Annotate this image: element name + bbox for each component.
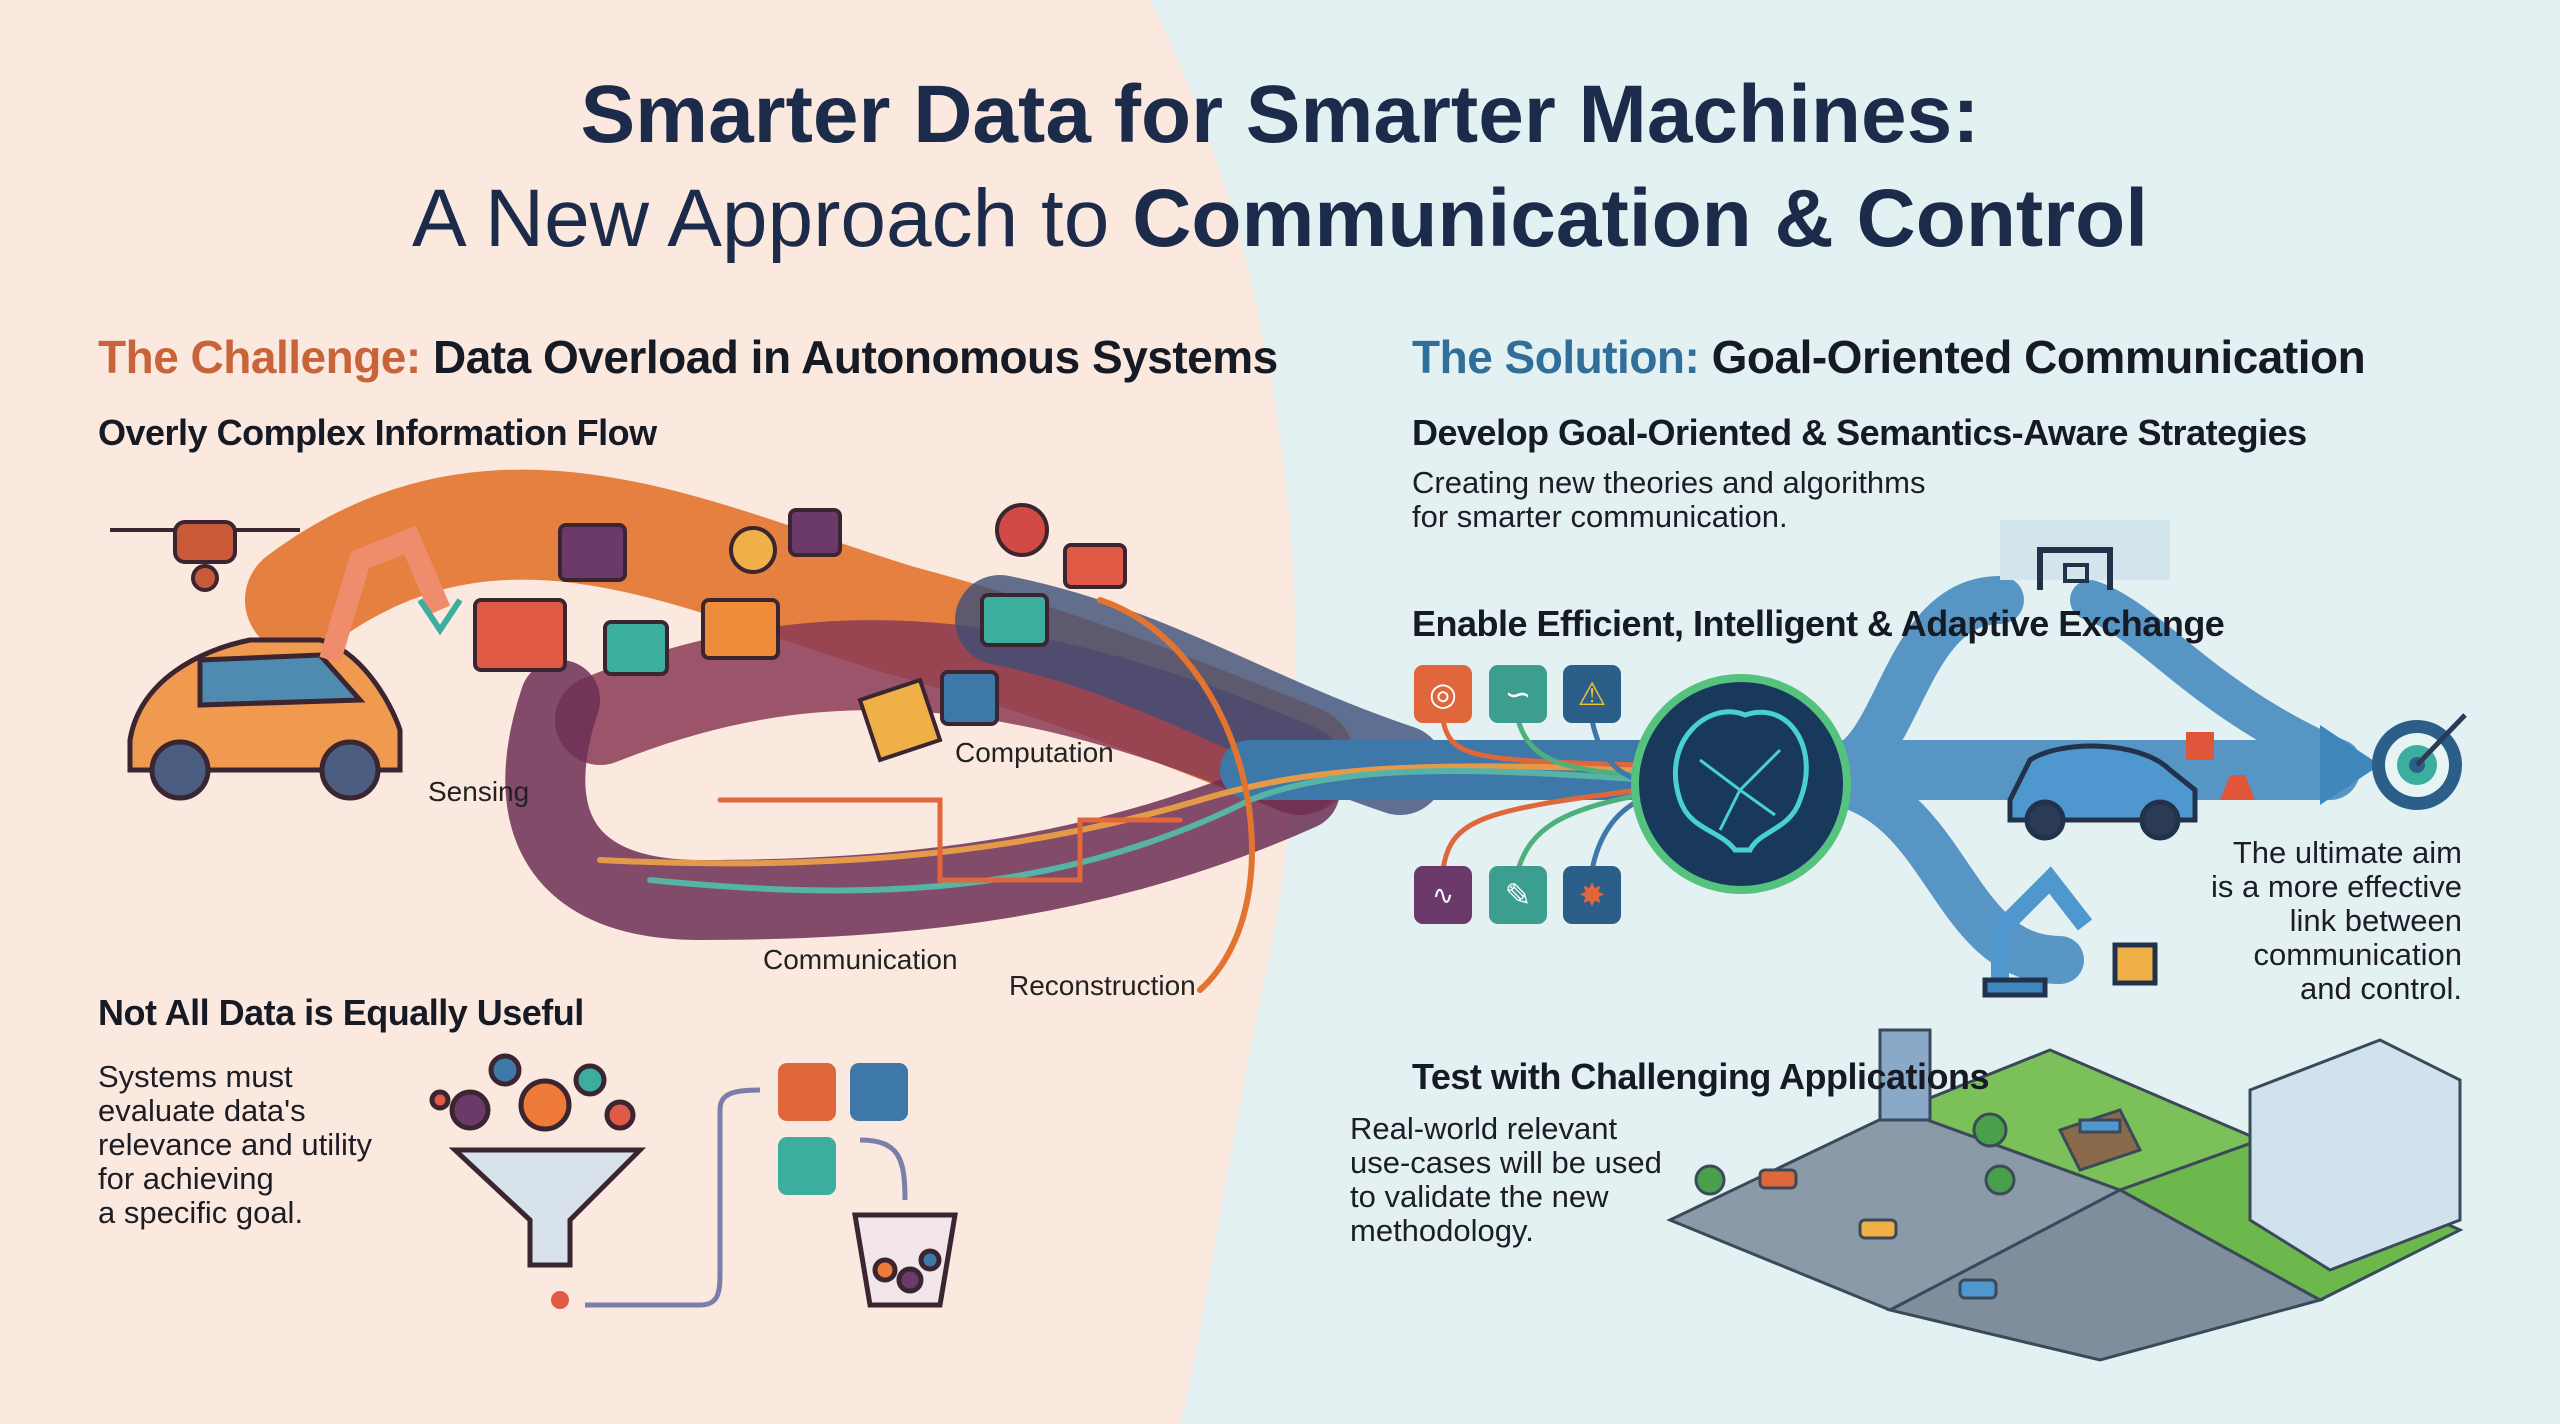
- alert-tile-icon: ✸: [1563, 866, 1621, 924]
- aim-line: The ultimate aim: [2232, 835, 2462, 870]
- aim-line: and control.: [2300, 971, 2462, 1006]
- arrowhead: [2320, 725, 2380, 805]
- stage-reconstruction: Reconstruction: [1009, 970, 1196, 1001]
- test-body: Real-world relevant use-cases will be us…: [1350, 1112, 1662, 1248]
- test-title: Test with Challenging Applications: [1412, 1056, 1990, 1097]
- tool-tile-icon: ✎: [1489, 866, 1547, 924]
- filtered-icons: [778, 1063, 908, 1195]
- develop-title: Develop Goal-Oriented & Semantics-Aware …: [1412, 412, 2307, 453]
- obstacle: [2186, 732, 2214, 760]
- data-widgets: [473, 503, 1127, 763]
- aim-line: communication: [2253, 937, 2462, 972]
- useful-line: Systems must: [98, 1059, 293, 1094]
- drone-top-icon: [2000, 520, 2170, 590]
- robot-arm-blue-icon: [1982, 866, 2158, 998]
- useful-line: a specific goal.: [98, 1195, 304, 1230]
- flow-title: Overly Complex Information Flow: [98, 412, 657, 453]
- route-tile-icon: ∽: [1489, 665, 1547, 723]
- target-tile-icon: ◎: [1414, 665, 1472, 723]
- blue-car-icon: [2007, 743, 2198, 841]
- test-line: use-cases will be used: [1350, 1145, 1662, 1180]
- warning-tile-icon: ⚠: [1563, 665, 1621, 723]
- develop-line: for smarter communication.: [1412, 499, 1788, 534]
- stage-sensing: Sensing: [428, 776, 530, 807]
- stage-computation: Computation: [955, 737, 1114, 768]
- useful-line: for achieving: [98, 1161, 274, 1196]
- useful-line: relevance and utility: [98, 1127, 372, 1162]
- bucket-icon: [852, 1212, 958, 1308]
- solution-heading: The Solution: Goal-Oriented Communicatio…: [1412, 330, 2366, 384]
- title-plain-part: A New Approach to: [411, 173, 1133, 264]
- challenge-prefix: The Challenge:: [98, 331, 421, 383]
- challenge-heading: The Challenge: Data Overload in Autonomo…: [98, 330, 1278, 384]
- test-line: to validate the new: [1350, 1179, 1609, 1214]
- waveform-tile-icon: ∿: [1414, 866, 1472, 924]
- aim-line: is a more effective: [2211, 869, 2462, 904]
- complex-flow-streams: [245, 469, 1680, 993]
- cone: [2220, 775, 2255, 800]
- test-line: Real-world relevant: [1350, 1111, 1618, 1146]
- develop-body: Creating new theories and algorithms for…: [1412, 466, 1926, 534]
- main-title-line2: A New Approach to Communication & Contro…: [0, 172, 2560, 266]
- drone-icon: [110, 520, 300, 592]
- test-line: methodology.: [1350, 1213, 1534, 1248]
- robot-arm-icon: [319, 525, 463, 664]
- aim-line: link between: [2289, 903, 2462, 938]
- car-icon: [127, 637, 403, 801]
- title-bold-part: Communication & Control: [1132, 173, 2149, 264]
- aim-body: The ultimate aim is a more effective lin…: [2211, 836, 2462, 1006]
- stage-communication: Communication: [763, 944, 958, 975]
- solution-prefix: The Solution:: [1412, 331, 1700, 383]
- target-icon: [2372, 713, 2467, 810]
- challenge-title: Data Overload in Autonomous Systems: [433, 331, 1278, 383]
- filter-arrow: [585, 1087, 908, 1308]
- city-map-illustration: [1666, 1028, 2464, 1362]
- main-title-line1: Smarter Data for Smarter Machines:: [580, 69, 1980, 160]
- solution-flows: [1800, 576, 2360, 984]
- useful-line: evaluate data's: [98, 1093, 306, 1128]
- useful-body: Systems must evaluate data's relevance a…: [98, 1060, 372, 1230]
- enable-title: Enable Efficient, Intelligent & Adaptive…: [1412, 603, 2225, 644]
- brain-icon: [1631, 674, 1851, 894]
- solution-title: Goal-Oriented Communication: [1711, 331, 2366, 383]
- funnel-icon: [429, 1053, 647, 1309]
- useful-title: Not All Data is Equally Useful: [98, 992, 584, 1033]
- develop-line: Creating new theories and algorithms: [1412, 465, 1926, 500]
